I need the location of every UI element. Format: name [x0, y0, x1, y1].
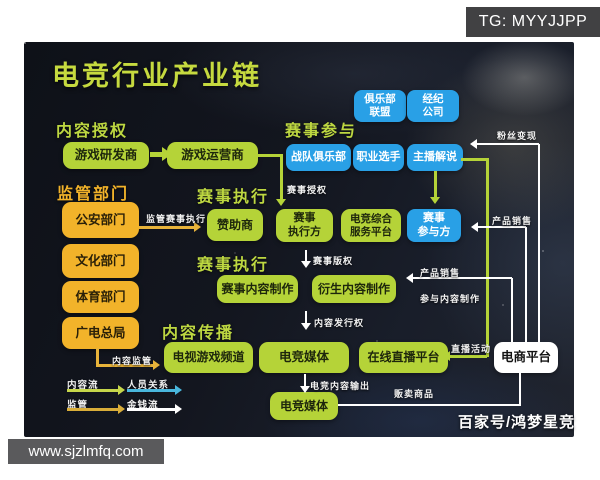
- edge-fan-monetization-line-v: [538, 144, 540, 342]
- edge-label-esports-content-output: 电竞内容输出: [310, 381, 371, 391]
- edge-event-copyright-line: [305, 250, 307, 262]
- edge-content-output-arrowhead: [300, 386, 310, 393]
- edge-product-sales-lower-line-v: [511, 278, 513, 342]
- edge-content-output-line: [304, 374, 306, 387]
- legend-content-flow-arrowhead: [118, 385, 125, 395]
- edge-content-supervision-arrowhead: [153, 360, 160, 370]
- edge-fan-monetization-arrowhead: [470, 139, 477, 149]
- edge-product-sales-upper-line-v: [525, 227, 527, 342]
- section-regulators: 监管部门: [57, 186, 130, 203]
- node-broadcast-bureau: 广电总局: [62, 317, 139, 349]
- edge-developer-operator-arrowhead: [162, 147, 172, 161]
- node-esports-media-lower: 电竞媒体: [270, 392, 338, 420]
- node-sports-dept: 体育部门: [62, 281, 139, 313]
- edge-event-license-arrowhead: [276, 199, 286, 206]
- edge-label-content-publish-right: 内容发行权: [314, 318, 365, 328]
- edge-label-event-license: 赛事授权: [287, 185, 328, 195]
- legend-money-flow-label: 金钱流: [127, 400, 159, 411]
- edge-supervise-line: [139, 226, 195, 229]
- edge-event-license-line-h: [257, 154, 282, 157]
- node-tv-game-channel: 电视游戏频道: [164, 342, 253, 373]
- node-ecommerce-platform: 电商平台: [494, 342, 558, 373]
- edge-label-participate-content-creation: 参与内容制作: [420, 294, 481, 304]
- edge-product-sales-upper-line-h: [478, 226, 526, 228]
- edge-content-publish-arrowhead: [301, 323, 311, 330]
- node-event-content-creation: 赛事内容制作: [217, 275, 298, 303]
- edge-developer-operator-line: [150, 152, 162, 157]
- edge-sell-goods-line-v: [519, 373, 521, 405]
- legend-money-flow-arrow: [127, 408, 177, 411]
- edge-product-sales-lower-line-h: [413, 277, 512, 279]
- edge-label-product-sales-upper: 产品销售: [492, 216, 533, 226]
- node-online-live-platform: 在线直播平台: [359, 342, 448, 373]
- section-event-participation: 赛事参与: [285, 123, 358, 140]
- edge-product-sales-upper-arrowhead: [471, 222, 478, 232]
- edge-label-event-copyright: 赛事版权: [313, 256, 354, 266]
- node-event-executor: 赛事 执行方: [276, 209, 333, 242]
- edge-label-product-sales-lower: 产品销售: [420, 268, 461, 278]
- section-content-license: 内容授权: [56, 123, 129, 140]
- edge-content-supervision-line-v: [96, 348, 99, 366]
- node-agency: 经纪 公司: [407, 90, 459, 122]
- node-esports-service-platform: 电竞综合 服务平台: [341, 209, 401, 242]
- edge-sell-goods-line-h: [338, 404, 521, 406]
- node-team-club: 战队俱乐部: [286, 144, 351, 171]
- photo-light-specks: [24, 42, 26, 44]
- edge-live-activity-arrowhead: [443, 351, 450, 361]
- edge-label-content-supervision: 内容监管: [112, 356, 153, 366]
- node-game-developer: 游戏研发商: [63, 142, 149, 169]
- edge-label-supervise-event-execution: 监管赛事执行: [146, 214, 207, 224]
- edge-label-sell-goods: 贩卖商品: [394, 389, 435, 399]
- page-title: 电竞行业产业链: [52, 61, 262, 91]
- tg-watermark-badge: TG: MYYJJPP: [466, 7, 600, 37]
- section-event-execution-b: 赛事执行: [197, 257, 270, 274]
- legend-supervision-arrow: [67, 408, 120, 411]
- node-pro-player: 职业选手: [353, 144, 404, 171]
- edge-event-copyright-arrowhead: [301, 261, 311, 268]
- node-public-security: 公安部门: [62, 202, 139, 238]
- edge-content-supervision-line-h: [96, 364, 155, 367]
- edge-product-sales-lower-arrowhead: [406, 273, 413, 283]
- edge-anchor-participant-arrowhead: [430, 197, 440, 204]
- edge-fan-monetization-line-h: [477, 143, 539, 145]
- legend-personnel-relation-arrow: [127, 389, 177, 392]
- edge-live-activity-line-h2: [450, 355, 487, 358]
- node-club-alliance: 俱乐部 联盟: [354, 90, 406, 122]
- legend-content-flow-arrow: [67, 389, 120, 392]
- legend-personnel-relation-label: 人员关系: [127, 380, 170, 391]
- edge-label-fan-monetization: 粉丝变现: [497, 131, 538, 141]
- node-culture-dept: 文化部门: [62, 244, 139, 278]
- node-event-participant: 赛事 参与方: [407, 209, 461, 242]
- node-anchor-commentator: 主播解说: [407, 144, 463, 171]
- edge-live-activity-line-v: [486, 158, 489, 357]
- edge-event-license-line-v: [280, 154, 283, 199]
- node-sponsor: 赞助商: [207, 209, 263, 241]
- node-game-operator: 游戏运营商: [167, 142, 258, 169]
- credit-watermark: 百家号/鸿梦星竞: [458, 414, 576, 431]
- legend-personnel-relation-arrowhead: [175, 385, 182, 395]
- legend-money-flow-arrowhead: [175, 404, 182, 414]
- section-event-execution-a: 赛事执行: [197, 189, 270, 206]
- legend-supervision-arrowhead: [118, 404, 125, 414]
- node-esports-media-upper: 电竞媒体: [259, 342, 349, 373]
- legend-content-flow-label: 内容流: [67, 380, 99, 391]
- edge-label-live-activity: 直播活动: [451, 344, 492, 354]
- edge-content-publish-line: [305, 311, 307, 324]
- node-derivative-content-creation: 衍生内容制作: [312, 275, 396, 303]
- edge-live-activity-line-h1: [461, 158, 488, 161]
- edge-supervise-arrowhead: [194, 222, 201, 232]
- section-content-distribution: 内容传播: [162, 325, 235, 342]
- site-watermark-badge: www.sjzlmfq.com: [8, 439, 164, 464]
- legend-supervision-label: 监管: [67, 400, 89, 411]
- edge-anchor-participant-line: [434, 171, 437, 198]
